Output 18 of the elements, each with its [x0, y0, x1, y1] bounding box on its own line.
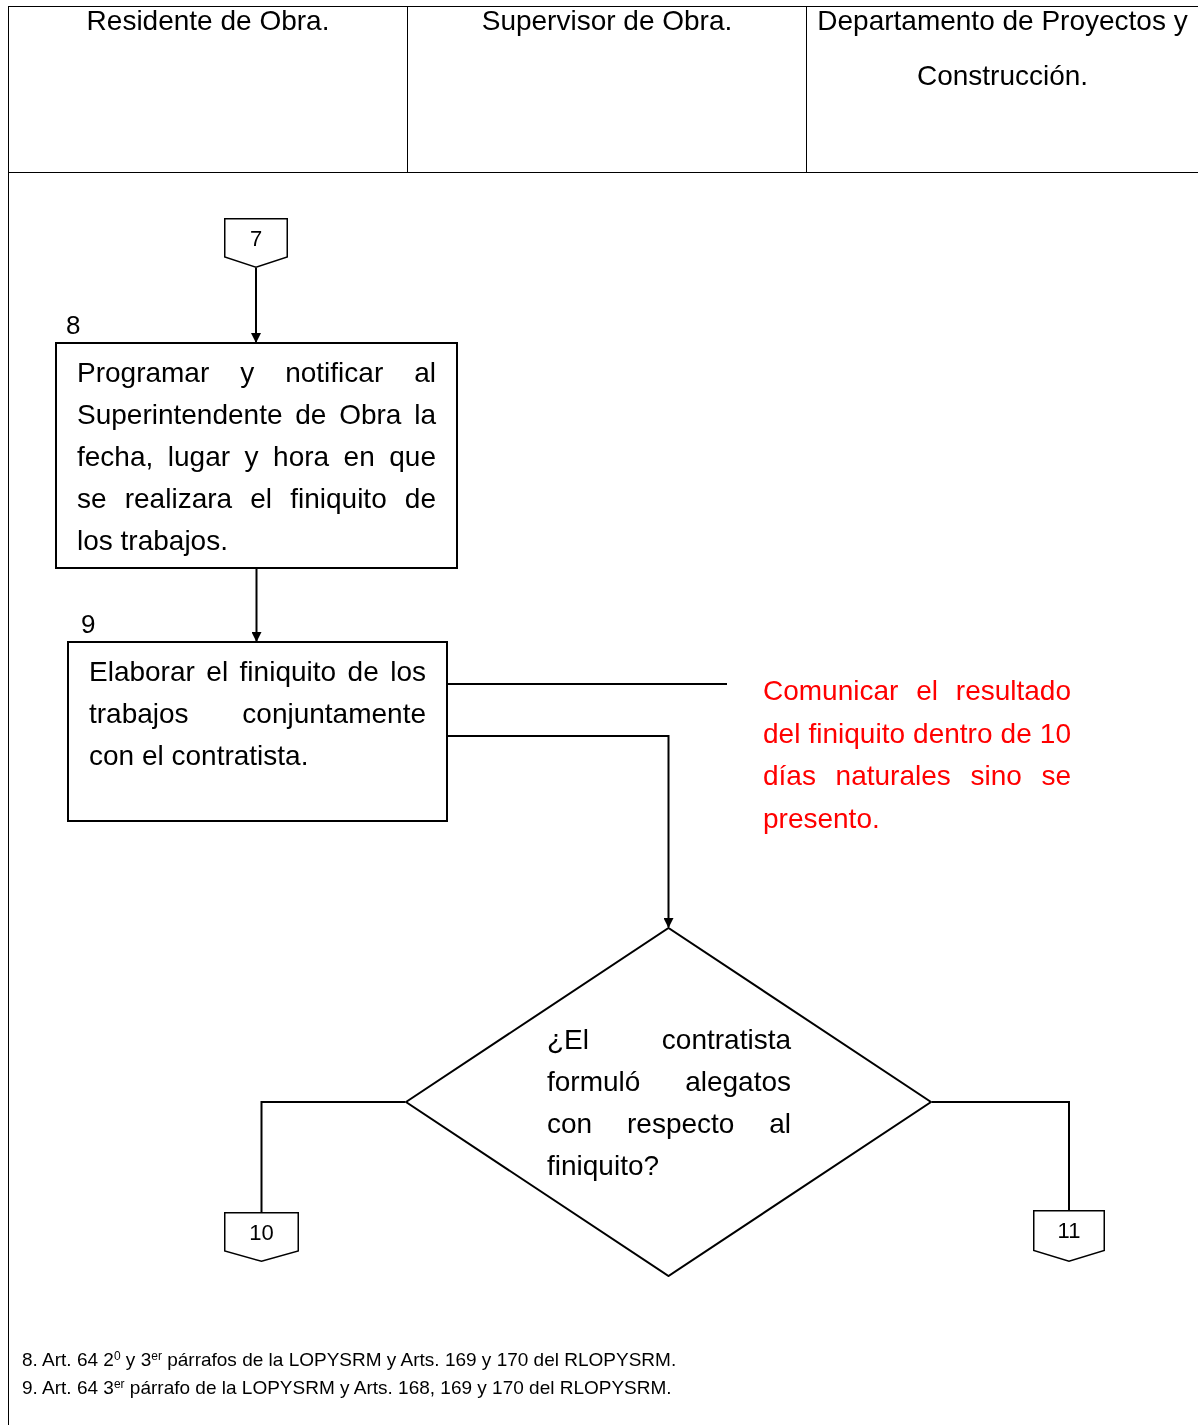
step-number: 8 — [66, 312, 81, 338]
connector-line — [260, 1101, 406, 1213]
off-page-connector: 7 — [224, 218, 288, 268]
footnote: 9. Art. 64 3$^{er}$ párrafo de la LOPYSRM y Arts. 168, 169 y 170 del RLOPYSRM. — [22, 1376, 673, 1400]
column-header: Residente de Obra. — [8, 6, 408, 173]
arrow — [251, 267, 261, 343]
process-box: Programar y notificar al Superintendente de Obra la fecha, lugar y hora en que se realizara el finiquito de los trabajos. — [55, 342, 458, 569]
off-page-connector: 11 — [1033, 1210, 1105, 1262]
arrow — [447, 735, 674, 928]
connector-line — [447, 683, 728, 685]
decision-diamond: ¿El contratista formuló alegatos con respecto al finiquito? — [405, 927, 932, 1277]
note-text: Comunicar el resultado del finiquito dentro de 10 días naturales sino se presento. — [727, 670, 1071, 884]
arrow — [251, 568, 262, 642]
off-page-connector: 10 — [224, 1212, 299, 1262]
connector-line — [931, 1101, 1070, 1211]
process-box: Elaborar el finiquito de los trabajos conjuntamente con el contratista. — [67, 641, 448, 822]
step-number: 9 — [81, 611, 96, 637]
footnote: 8. Art. 64 2$^{0}$ y 3$^{er}$ párrafos de la LOPYSRM y Arts. 169 y 170 del RLOPYSRM. — [22, 1348, 677, 1372]
